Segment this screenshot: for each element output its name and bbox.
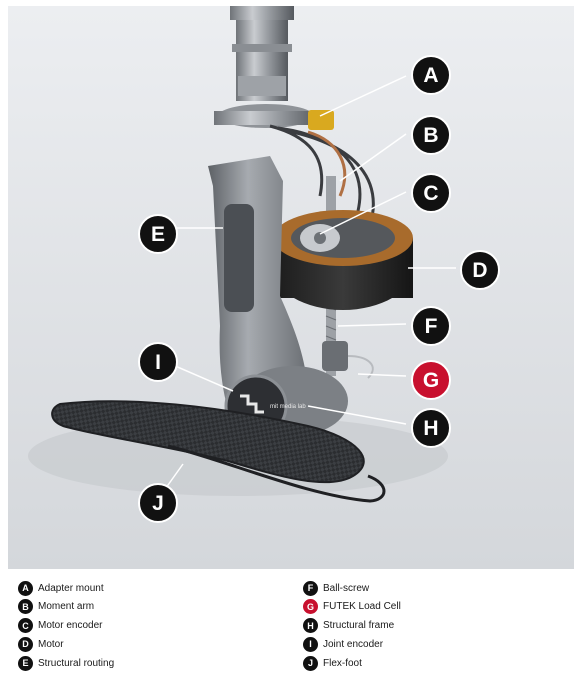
- legend-item-h: H Structural frame: [303, 617, 394, 635]
- callout-badge-e: E: [138, 214, 178, 254]
- callout-letter: E: [151, 223, 165, 246]
- callout-badge-a: A: [411, 55, 451, 95]
- legend-badge: F: [303, 580, 318, 596]
- callout-letter: D: [472, 259, 487, 282]
- callout-badge-j: J: [138, 483, 178, 523]
- legend-badge: B: [18, 599, 33, 615]
- legend-label: Structural routing: [38, 657, 115, 669]
- callout-letter: J: [152, 492, 164, 515]
- callout-layer: A B C D E F G H I J: [138, 55, 500, 523]
- callout-letter: C: [423, 182, 438, 205]
- callout-badge-c: C: [411, 173, 451, 213]
- legend-label: Joint encoder: [323, 638, 384, 650]
- legend-item-a: A Adapter mount: [18, 579, 104, 597]
- callout-badge-b: B: [411, 115, 451, 155]
- legend-item-f: F Ball-screw: [303, 579, 369, 597]
- legend-badge: J: [303, 655, 318, 671]
- legend-badge: C: [18, 618, 33, 634]
- callout-letter: A: [423, 64, 438, 87]
- legend-badge: G: [303, 599, 318, 615]
- legend-label: Ball-screw: [323, 582, 370, 594]
- legend-item-j: J Flex-foot: [303, 654, 362, 672]
- legend-label: Adapter mount: [38, 582, 104, 594]
- legend-label: Motor encoder: [38, 620, 103, 632]
- legend-item-i: I Joint encoder: [303, 635, 383, 653]
- logo-text: mit media lab: [270, 404, 306, 410]
- legend-label: Moment arm: [38, 601, 95, 613]
- callout-letter: H: [423, 417, 438, 440]
- legend-badge: D: [18, 636, 33, 652]
- legend-label: Motor: [38, 638, 64, 650]
- callout-badge-i: I: [138, 342, 178, 382]
- legend-label: Flex-foot: [323, 657, 362, 669]
- callout-badge-f: F: [411, 306, 451, 346]
- callout-letter: G: [423, 369, 439, 392]
- callout-badge-d: D: [460, 250, 500, 290]
- load-cell: [322, 341, 348, 371]
- legend-badge: A: [18, 580, 33, 596]
- callout-letter: F: [425, 315, 438, 338]
- prosthesis-diagram: mit media lab A B C D E F G H I J: [8, 6, 574, 569]
- legend-item-c: C Motor encoder: [18, 617, 102, 635]
- legend-item-g: G FUTEK Load Cell: [303, 598, 401, 616]
- legend-badge: H: [303, 618, 318, 634]
- legend-badge: I: [303, 636, 318, 652]
- callout-badge-h: H: [411, 408, 451, 448]
- callout-letter: B: [423, 124, 438, 147]
- structural-routing: [224, 204, 254, 312]
- flex-foot: [51, 400, 365, 484]
- callout-badge-g: G: [411, 360, 451, 400]
- legend-label: FUTEK Load Cell: [323, 601, 401, 613]
- callout-letter: I: [155, 351, 161, 374]
- legend-label: Structural frame: [323, 620, 395, 632]
- legend-item-d: D Motor: [18, 635, 64, 653]
- legend-item-e: E Structural routing: [18, 654, 114, 672]
- legend-badge: E: [18, 655, 33, 671]
- legend-item-b: B Moment arm: [18, 598, 94, 616]
